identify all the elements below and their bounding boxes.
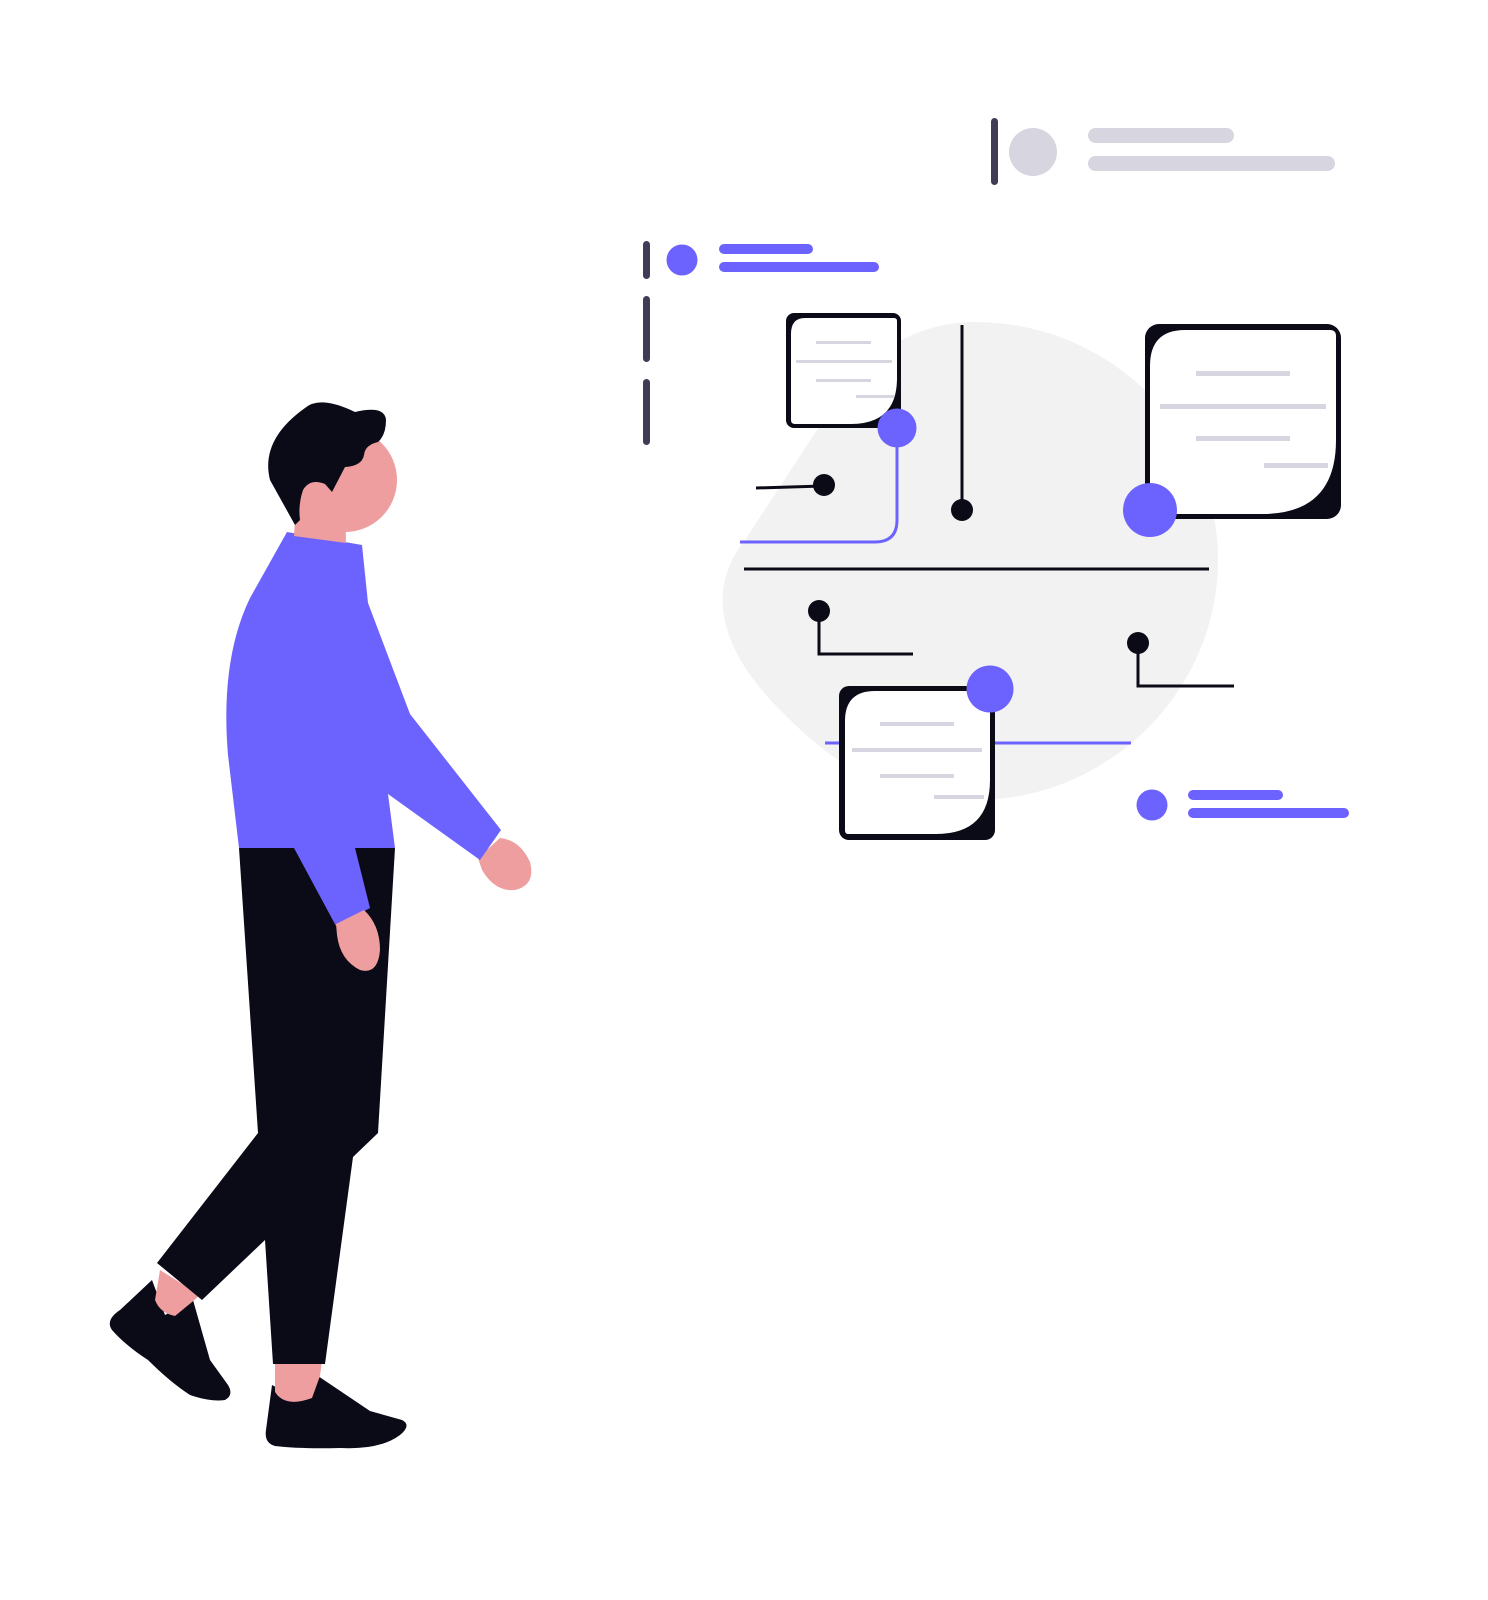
accent-node (966, 665, 1014, 713)
muted-line (1088, 128, 1234, 143)
ankle (275, 1360, 322, 1402)
divider-bar (643, 241, 650, 279)
pants (157, 848, 395, 1364)
document-card-medium (839, 686, 995, 840)
connector-line (817, 611, 913, 656)
muted-header-item (991, 118, 1335, 185)
shoe (109, 1280, 231, 1401)
ankle (155, 1270, 200, 1316)
hand (478, 838, 532, 891)
accent-line (719, 244, 813, 254)
accent-node (1123, 483, 1177, 537)
accent-dot (666, 244, 698, 276)
node-dot (951, 499, 973, 521)
muted-line (1088, 156, 1335, 171)
background-blob (722, 322, 1218, 800)
accent-dot (1136, 789, 1168, 821)
node-dot (813, 474, 835, 496)
hair (268, 402, 386, 525)
document-card-small (786, 313, 901, 428)
accent-line (1188, 790, 1283, 800)
divider-bar (991, 118, 998, 185)
divider-bar (643, 379, 650, 445)
connector-line (755, 484, 824, 490)
connector-line (1136, 643, 1234, 688)
accent-line (719, 262, 879, 272)
accent-line (1188, 808, 1349, 818)
shirt (226, 532, 501, 860)
arm (294, 848, 370, 926)
accent-list-item (1136, 789, 1349, 821)
divider-bar (643, 296, 650, 362)
accent-connector (740, 440, 899, 544)
accent-header-item (643, 241, 879, 445)
accent-node (877, 408, 917, 448)
muted-avatar-dot (1009, 128, 1057, 176)
person (109, 402, 532, 1449)
document-card-large (1145, 324, 1341, 519)
hand (336, 910, 380, 971)
